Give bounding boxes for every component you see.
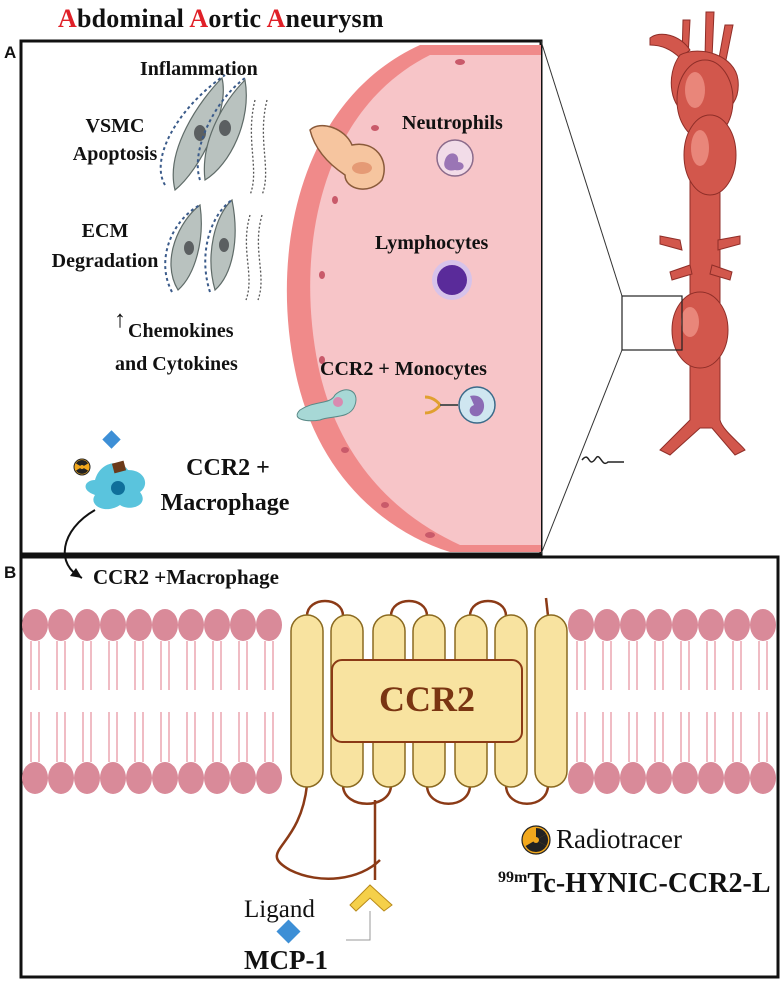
lipid-head [100,609,126,641]
vsmc-label-line2: Apoptosis [72,143,158,165]
lipid-head [100,762,126,794]
lipid-head [750,609,776,641]
chemokines-label-line1: Chemokines [128,320,234,342]
ligand-diamond-a [102,430,121,449]
lipid-head [594,609,620,641]
lipid-head [204,762,230,794]
monocyte-cell [424,386,496,424]
macrophage-cell [309,124,385,190]
migrating-monocyte [296,389,357,422]
zoom-line-top [540,40,623,297]
lipid-head [178,609,204,641]
lipid-head [672,609,698,641]
title-word-1: bdominal [76,4,190,33]
lipid-head [646,609,672,641]
lipid-head [204,609,230,641]
macrophage-label-line1: CCR2 + [186,455,270,481]
increase-arrow: ↑ [114,307,126,333]
receptor-loops [275,597,550,880]
aorta-highlights [681,72,709,337]
zoom-box [621,295,683,351]
lipid-head [620,762,646,794]
tracer-name: 99mTc-HYNIC-CCR2-L [498,868,771,900]
ecm-label-line2: Degradation [51,250,159,272]
membrane-heads-bottom [22,762,776,794]
title-letter-2: A [189,4,209,33]
lipid-head [698,609,724,641]
receptor-label-box [331,659,523,743]
lipid-head [672,762,698,794]
lipid-head [568,609,594,641]
chemokines-label-line2: and Cytokines [115,353,238,375]
vsmc-label-line1: VSMC [85,115,145,137]
ecm-label-line1: ECM [81,220,129,242]
radiation-icon-b [521,825,551,855]
lipid-head [646,762,672,794]
lipid-head [74,762,100,794]
ccr2-macrophage-cell [85,460,146,510]
inflammation-label: Inflammation [140,58,258,80]
ccr2-receptor-label: CCR2 [379,679,475,719]
lipid-head [724,762,750,794]
aorta-illustration [649,11,746,456]
title-letter-1: A [58,4,77,33]
lipid-head [74,609,100,641]
monocytes-label: CCR2 + Monocytes [320,358,487,380]
lipid-head [48,609,74,641]
lipid-head [126,762,152,794]
macrophage-label-line2: Macrophage [160,490,290,516]
lipid-head [22,609,48,641]
arrow-to-panel-b [63,509,96,579]
neutrophil-cell [436,139,474,177]
lipid-head [230,762,256,794]
panel-b-macrophage-label: CCR2 +Macrophage [93,565,279,589]
binding-chevron [349,884,393,912]
lipid-head [724,609,750,641]
title-word-3: neurysm [285,4,384,33]
title-letter-3: A [266,4,286,33]
lipid-head [256,762,282,794]
panel-label-b: B [4,563,17,582]
lipid-head [22,762,48,794]
neutrophils-label: Neutrophils [402,112,503,134]
lipid-head [568,762,594,794]
ccr2-receptor [275,597,568,880]
lipid-head [152,609,178,641]
lipid-head [230,609,256,641]
panel-b-frame [19,555,780,979]
lymphocyte-cell [432,260,472,300]
cytokine-signals [245,99,268,301]
lymphocytes-label: Lymphocytes [375,232,489,254]
signature-mark [581,455,624,465]
lipid-head [48,762,74,794]
tracer-superscript: 99m [498,869,528,886]
lipid-head [178,762,204,794]
radiation-icon-a [73,458,91,476]
lipid-head [256,609,282,641]
lipid-head [750,762,776,794]
title-word-2: ortic [208,4,267,33]
lipid-head [126,609,152,641]
ecm-fibers [159,74,246,293]
mcp1-label: MCP-1 [244,945,328,975]
tracer-name-text: Tc-HYNIC-CCR2-L [527,868,771,899]
zoom-line-bottom [540,349,623,555]
lipid-head [152,762,178,794]
radiotracer-label: Radiotracer [556,824,682,854]
lipid-head [594,762,620,794]
vsmc-cells [170,76,247,292]
membrane-tails [30,641,768,762]
binding-tether [346,911,371,941]
figure-title: Abdominal Aortic Aneurysm [58,4,384,34]
lipid-head [698,762,724,794]
membrane-heads-top [22,609,776,641]
ligand-label: Ligand [244,896,315,923]
lipid-head [620,609,646,641]
panel-label-a: A [4,43,17,62]
